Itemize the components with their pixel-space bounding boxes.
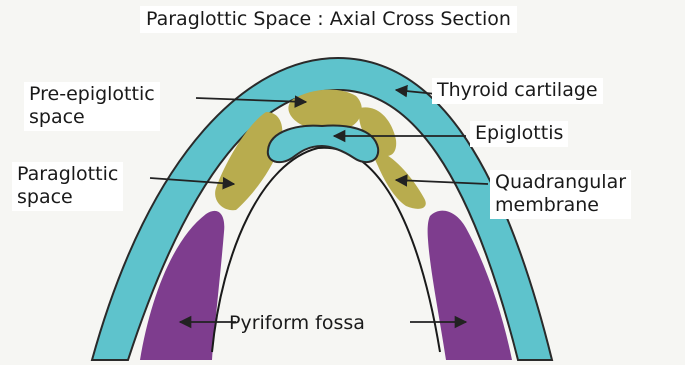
label-epiglottis: Epiglottis	[470, 121, 568, 147]
epiglottis-shape	[268, 126, 378, 163]
label-pyriform-fossa: Pyriform fossa	[224, 311, 370, 337]
diagram-title: Paraglottic Space : Axial Cross Section	[140, 6, 517, 33]
label-thyroid-cartilage: Thyroid cartilage	[432, 78, 603, 104]
label-pre-epiglottic-space: Pre-epiglottic space	[24, 82, 160, 131]
label-paraglottic-space: Paraglottic space	[12, 162, 123, 211]
label-quadrangular-membrane: Quadrangular membrane	[490, 170, 631, 219]
